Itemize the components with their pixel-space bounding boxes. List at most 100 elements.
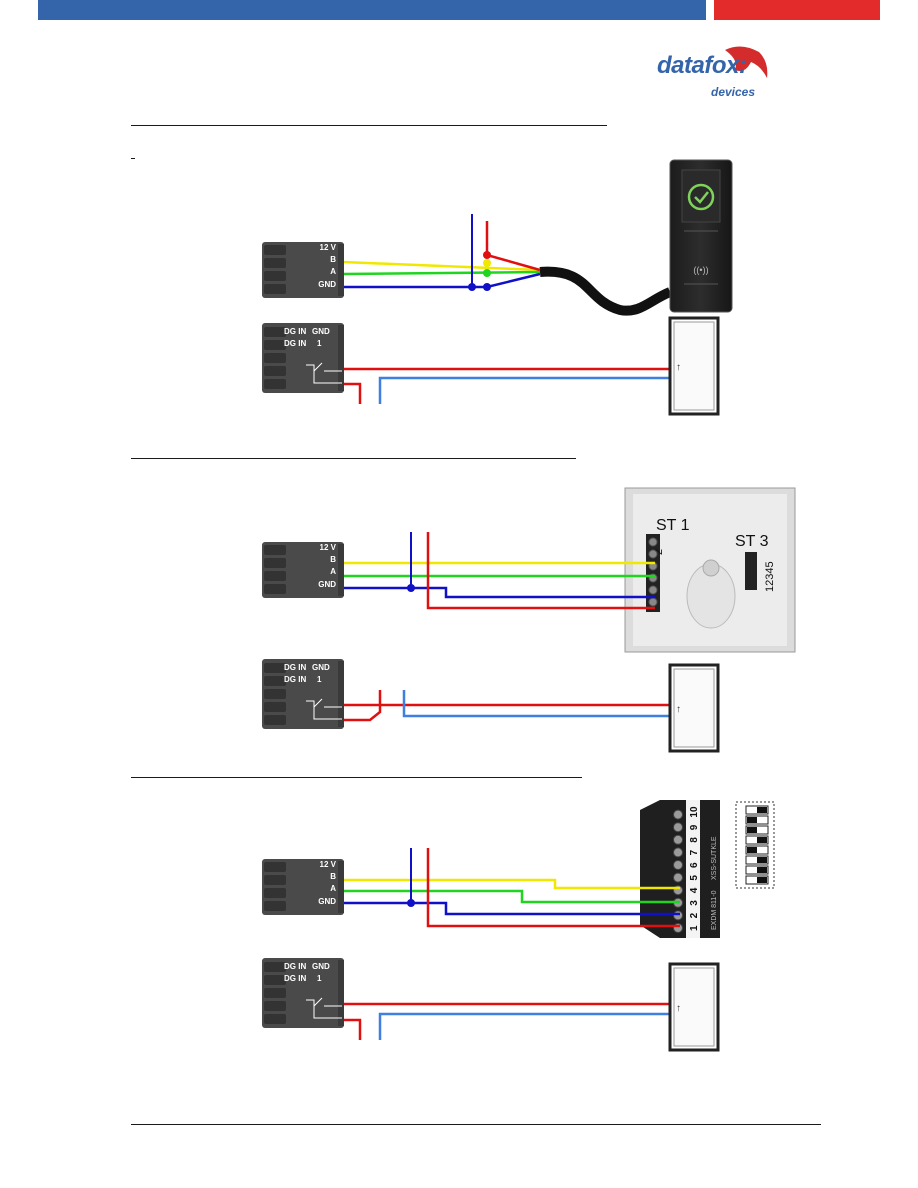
wire-b-yellow bbox=[342, 260, 541, 272]
st3-pins: 12345 bbox=[764, 561, 776, 592]
dip-switch-toggle bbox=[747, 827, 757, 833]
node-green bbox=[483, 269, 491, 277]
section-2-heading-rule bbox=[131, 458, 576, 459]
st1-screw bbox=[648, 585, 658, 595]
dip-switch-toggle bbox=[757, 857, 767, 863]
access-reader: ((•)) bbox=[669, 159, 733, 313]
s2-relay-wire-red-drop bbox=[343, 690, 382, 722]
module-pin-number: 7 bbox=[689, 849, 700, 855]
section-1-marker bbox=[131, 158, 135, 159]
terminal-label-a: A bbox=[330, 267, 336, 276]
door-contact-symbol: ↑ bbox=[676, 1003, 681, 1014]
dg-in-label: DG IN bbox=[284, 327, 306, 336]
dip-switch-toggle bbox=[757, 807, 767, 813]
fox-icon bbox=[725, 46, 768, 78]
terminal-label-v12: 12 V bbox=[320, 243, 337, 252]
module-screw bbox=[673, 872, 683, 883]
section-3-heading-rule bbox=[131, 777, 582, 778]
module-pin-number: 3 bbox=[689, 900, 700, 906]
s3-relay-wire-red-drop bbox=[343, 1018, 362, 1040]
check-icon bbox=[687, 183, 715, 211]
terminal-label-gnd: GND bbox=[318, 897, 336, 906]
logo-sub: devices bbox=[711, 85, 756, 99]
dg-in-label: DG IN bbox=[284, 962, 306, 971]
st1-screw bbox=[648, 537, 658, 547]
dg-gnd-label: GND bbox=[312, 663, 330, 672]
node-red bbox=[483, 251, 491, 259]
dg-one-label: 1 bbox=[317, 974, 322, 983]
terminal-label-b: B bbox=[330, 872, 336, 881]
module-pin-number: 10 bbox=[689, 806, 700, 818]
section-1-heading-rule bbox=[131, 125, 607, 126]
terminal-label-b: B bbox=[330, 555, 336, 564]
st1-screw bbox=[648, 549, 658, 559]
dg-in-label-2: DG IN bbox=[284, 675, 306, 684]
dg-one-label: 1 bbox=[317, 675, 322, 684]
s3-wire-a-green bbox=[343, 889, 680, 904]
s3-wire-12v-red bbox=[426, 848, 680, 928]
st3-label: ST 3 bbox=[735, 533, 769, 550]
dg-gnd-label: GND bbox=[312, 327, 330, 336]
dg-in-label-2: DG IN bbox=[284, 974, 306, 983]
node-blue bbox=[483, 283, 491, 291]
st1-screw bbox=[648, 597, 658, 607]
module-pin-number: 4 bbox=[689, 887, 700, 893]
footer-rule bbox=[131, 1124, 821, 1125]
terminal-label-b: B bbox=[330, 255, 336, 264]
module-pin-number: 9 bbox=[689, 824, 700, 830]
reader-cable bbox=[539, 266, 673, 316]
module-pin-number: 6 bbox=[689, 862, 700, 868]
section-2-diagram: ST 1 ST 3 2 12345 bbox=[343, 487, 796, 722]
s2-wire-gnd-blue bbox=[343, 586, 655, 599]
relay-symbol bbox=[306, 698, 342, 720]
door-contact-symbol: ↑ bbox=[676, 704, 681, 715]
wire-gnd-blue bbox=[343, 272, 541, 289]
dg-in-label: DG IN bbox=[284, 663, 306, 672]
dip-switch-toggle bbox=[747, 847, 757, 853]
module-screw bbox=[673, 822, 683, 833]
relay-connector-2: DG IN GND DG IN 1 bbox=[262, 659, 344, 729]
terminal-label-gnd: GND bbox=[318, 580, 336, 589]
s2-relay-wire-blue bbox=[402, 690, 672, 718]
module-pin-number: 5 bbox=[689, 875, 700, 881]
dip-switch-toggle bbox=[757, 837, 767, 843]
dip-switch bbox=[735, 801, 775, 889]
dip-switch-toggle bbox=[757, 867, 767, 873]
relay-symbol bbox=[306, 362, 342, 384]
st-device-panel: ST 1 ST 3 2 12345 bbox=[624, 487, 796, 653]
module-screw bbox=[673, 860, 683, 870]
module-side-text-2: EXDM 811-0 bbox=[711, 890, 718, 930]
power-connector-1: 12 V BA GND bbox=[262, 242, 344, 298]
node-blue-2 bbox=[468, 283, 476, 291]
module-pin-number: 2 bbox=[689, 912, 700, 918]
node-yellow bbox=[483, 259, 491, 267]
st1-pins: 2 bbox=[653, 549, 665, 555]
door-contact-2: ↑ bbox=[668, 663, 720, 753]
module-screw bbox=[673, 847, 683, 858]
wire-a-green bbox=[342, 270, 541, 276]
terminal-label-v12: 12 V bbox=[320, 543, 337, 552]
module-screw bbox=[673, 834, 683, 845]
module-pin-number: 8 bbox=[689, 837, 700, 843]
module-screw bbox=[673, 910, 683, 921]
dip-switch-toggle bbox=[747, 817, 757, 823]
module-pin-number: 1 bbox=[689, 925, 700, 931]
terminal-label-a: A bbox=[330, 567, 336, 576]
power-connector-2: 12 V BA GND bbox=[262, 542, 344, 598]
terminal-label-gnd: GND bbox=[318, 280, 336, 289]
s3-node-blue bbox=[407, 899, 415, 907]
dg-one-label: 1 bbox=[317, 339, 322, 348]
relay-symbol bbox=[306, 997, 342, 1019]
module-screw bbox=[673, 809, 683, 820]
door-contact-symbol: ↑ bbox=[676, 362, 681, 373]
s3-relay-wire-blue bbox=[378, 1012, 672, 1040]
wire-12v-red bbox=[485, 221, 541, 272]
door-contact-3: ↑ bbox=[668, 962, 720, 1052]
relay-wire-blue bbox=[378, 376, 672, 404]
header-bar-red bbox=[714, 0, 880, 20]
